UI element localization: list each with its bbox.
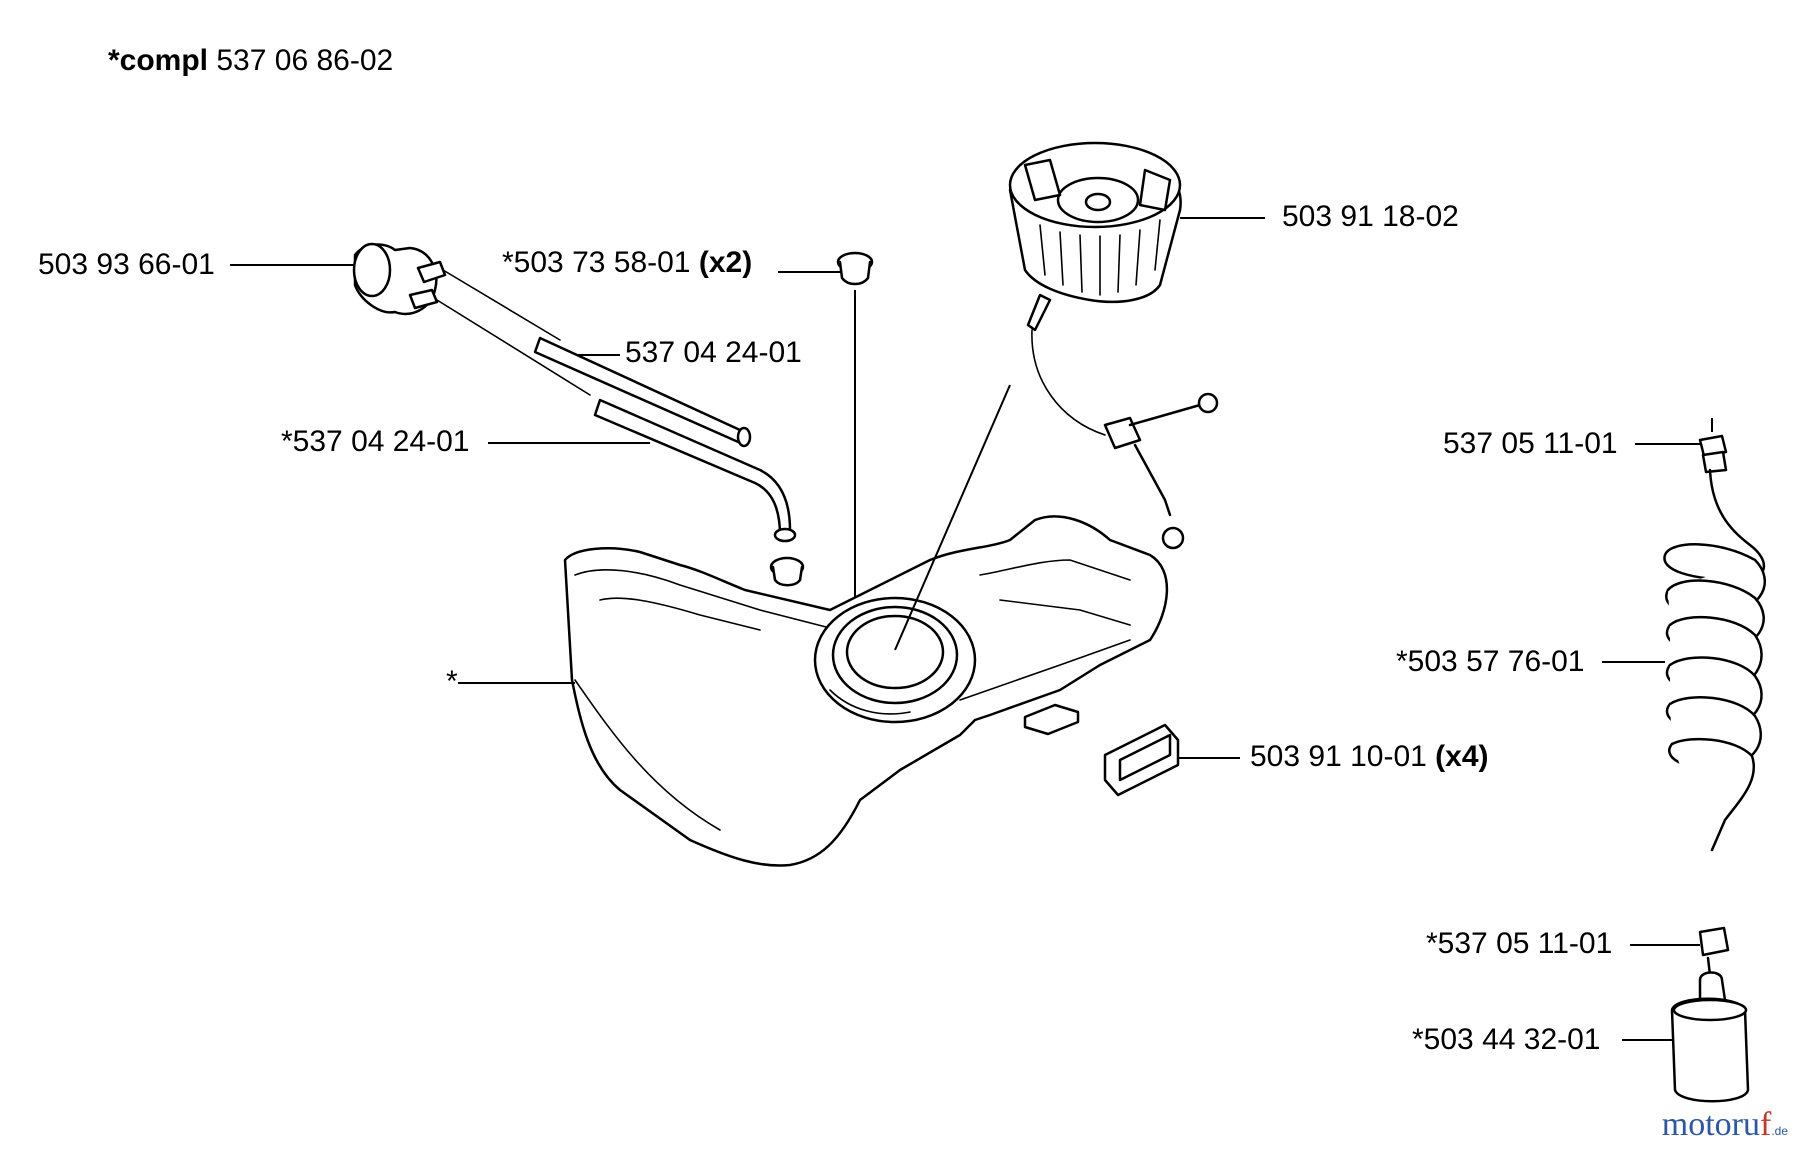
part-number: *503 44 32-01	[1412, 1023, 1601, 1056]
fuel-filter-line	[1663, 418, 1766, 1103]
watermark-logo: motoruf.de	[1662, 1107, 1788, 1149]
part-number: *537 04 24-01	[281, 425, 470, 458]
part-label-537-04-24-01: 537 04 24-01	[625, 336, 802, 370]
grommet-icon	[836, 251, 874, 286]
part-label-503-73-58-01: *503 73 58-01 (x2)	[502, 246, 752, 280]
watermark-tld: .de	[1771, 1124, 1788, 1138]
fuel-pump-assembly	[352, 242, 797, 543]
part-number: 503 91 10-01	[1250, 740, 1427, 773]
part-label-503-57-76-01: *503 57 76-01	[1396, 645, 1585, 679]
quantity-badge: (x2)	[698, 246, 753, 279]
part-label-537-04-24-01-kit: *537 04 24-01	[281, 425, 470, 459]
tank-cap	[1008, 141, 1219, 550]
title-prefix: *compl	[108, 44, 209, 77]
rubber-buffer-icon	[1103, 723, 1180, 797]
part-number: 537 04 24-01	[625, 336, 802, 369]
part-label-tank: *	[446, 665, 458, 699]
assembly-title: *compl 537 06 86-02	[108, 44, 393, 78]
watermark-accent: f	[1759, 1106, 1772, 1143]
part-label-503-93-66-01: 503 93 66-01	[38, 248, 215, 282]
part-number: *503 73 58-01	[502, 246, 691, 279]
title-number: 537 06 86-02	[216, 44, 394, 77]
part-label-537-05-11-01: 537 05 11-01	[1443, 427, 1618, 461]
fuel-tank	[563, 515, 1169, 867]
leader-lines	[230, 217, 1700, 1041]
part-number: 503 93 66-01	[38, 248, 215, 281]
tank-grommet-icon	[769, 556, 805, 587]
part-number: *537 05 11-01	[1426, 927, 1613, 960]
part-label-503-91-18-02: 503 91 18-02	[1282, 200, 1459, 234]
part-label-503-91-10-01: 503 91 10-01 (x4)	[1250, 740, 1489, 774]
part-label-503-44-32-01: *503 44 32-01	[1412, 1023, 1601, 1057]
watermark-brand: motoru	[1661, 1106, 1760, 1143]
part-number: 503 91 18-02	[1282, 200, 1459, 233]
part-number: 537 05 11-01	[1443, 427, 1618, 460]
part-number: *	[446, 665, 458, 698]
part-label-537-05-11-01-kit: *537 05 11-01	[1426, 927, 1612, 961]
part-number: *503 57 76-01	[1396, 645, 1585, 678]
quantity-badge: (x4)	[1435, 740, 1489, 773]
